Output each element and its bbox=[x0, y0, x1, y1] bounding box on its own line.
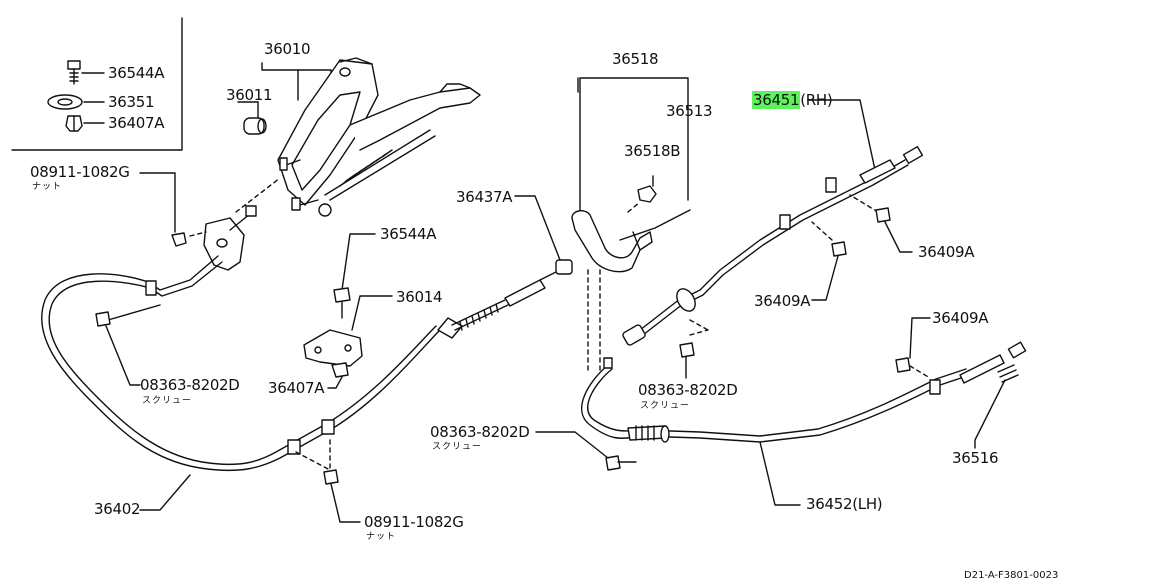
label-36513: 36513 bbox=[666, 102, 713, 120]
label-36451-part: 36451 bbox=[752, 91, 801, 109]
bolt-icon bbox=[67, 60, 81, 85]
label-36014: 36014 bbox=[396, 288, 443, 306]
rh-cable bbox=[622, 99, 924, 379]
lh-cable bbox=[535, 317, 1027, 506]
label-08363-left: 08363-8202D bbox=[140, 376, 240, 394]
label-screw-left: スクリュー bbox=[142, 396, 193, 406]
label-36518: 36518 bbox=[612, 50, 659, 68]
label-nut-bottom: ナット bbox=[366, 532, 397, 542]
label-36516: 36516 bbox=[952, 449, 999, 467]
clip-icon bbox=[65, 115, 83, 132]
equalizer-assembly bbox=[571, 77, 691, 371]
label-36409a-3: 36409A bbox=[932, 309, 989, 327]
label-36010: 36010 bbox=[264, 40, 311, 58]
label-36409a-1: 36409A bbox=[918, 243, 975, 261]
brake-lever-assembly bbox=[261, 57, 481, 217]
label-08363-bottom: 08363-8202D bbox=[430, 423, 530, 441]
label-36437a: 36437A bbox=[456, 188, 513, 206]
label-36409a-2: 36409A bbox=[754, 292, 811, 310]
nut-bracket-top bbox=[139, 172, 281, 271]
label-08363-mid: 08363-8202D bbox=[638, 381, 738, 399]
label-36452-lh: 36452(LH) bbox=[806, 495, 883, 513]
center-cable bbox=[437, 195, 573, 339]
label-36407a-top: 36407A bbox=[108, 114, 165, 132]
bushing-icon bbox=[237, 101, 267, 135]
label-36407a-mid: 36407A bbox=[268, 379, 325, 397]
label-screw-mid: スクリュー bbox=[640, 401, 691, 411]
label-08911-bottom: 08911-1082G bbox=[364, 513, 464, 531]
mount-bracket bbox=[303, 233, 393, 389]
grommet-icon bbox=[47, 94, 83, 110]
diagram-id: D21-A-F3801-0023 bbox=[964, 570, 1059, 581]
label-36451-side: (RH) bbox=[800, 91, 833, 109]
label-36402: 36402 bbox=[94, 500, 141, 518]
label-36351: 36351 bbox=[108, 93, 155, 111]
label-08911-top: 08911-1082G bbox=[30, 163, 130, 181]
label-36011: 36011 bbox=[226, 86, 273, 104]
front-cable bbox=[41, 255, 441, 523]
inset-box bbox=[11, 17, 183, 151]
label-screw-bottom: スクリュー bbox=[432, 442, 483, 452]
label-36544a-top: 36544A bbox=[108, 64, 165, 82]
label-nut-top: ナット bbox=[32, 182, 63, 192]
label-36518b: 36518B bbox=[624, 142, 681, 160]
label-36451-rh: 36451(RH) bbox=[752, 91, 833, 109]
label-36544a-mid: 36544A bbox=[380, 225, 437, 243]
